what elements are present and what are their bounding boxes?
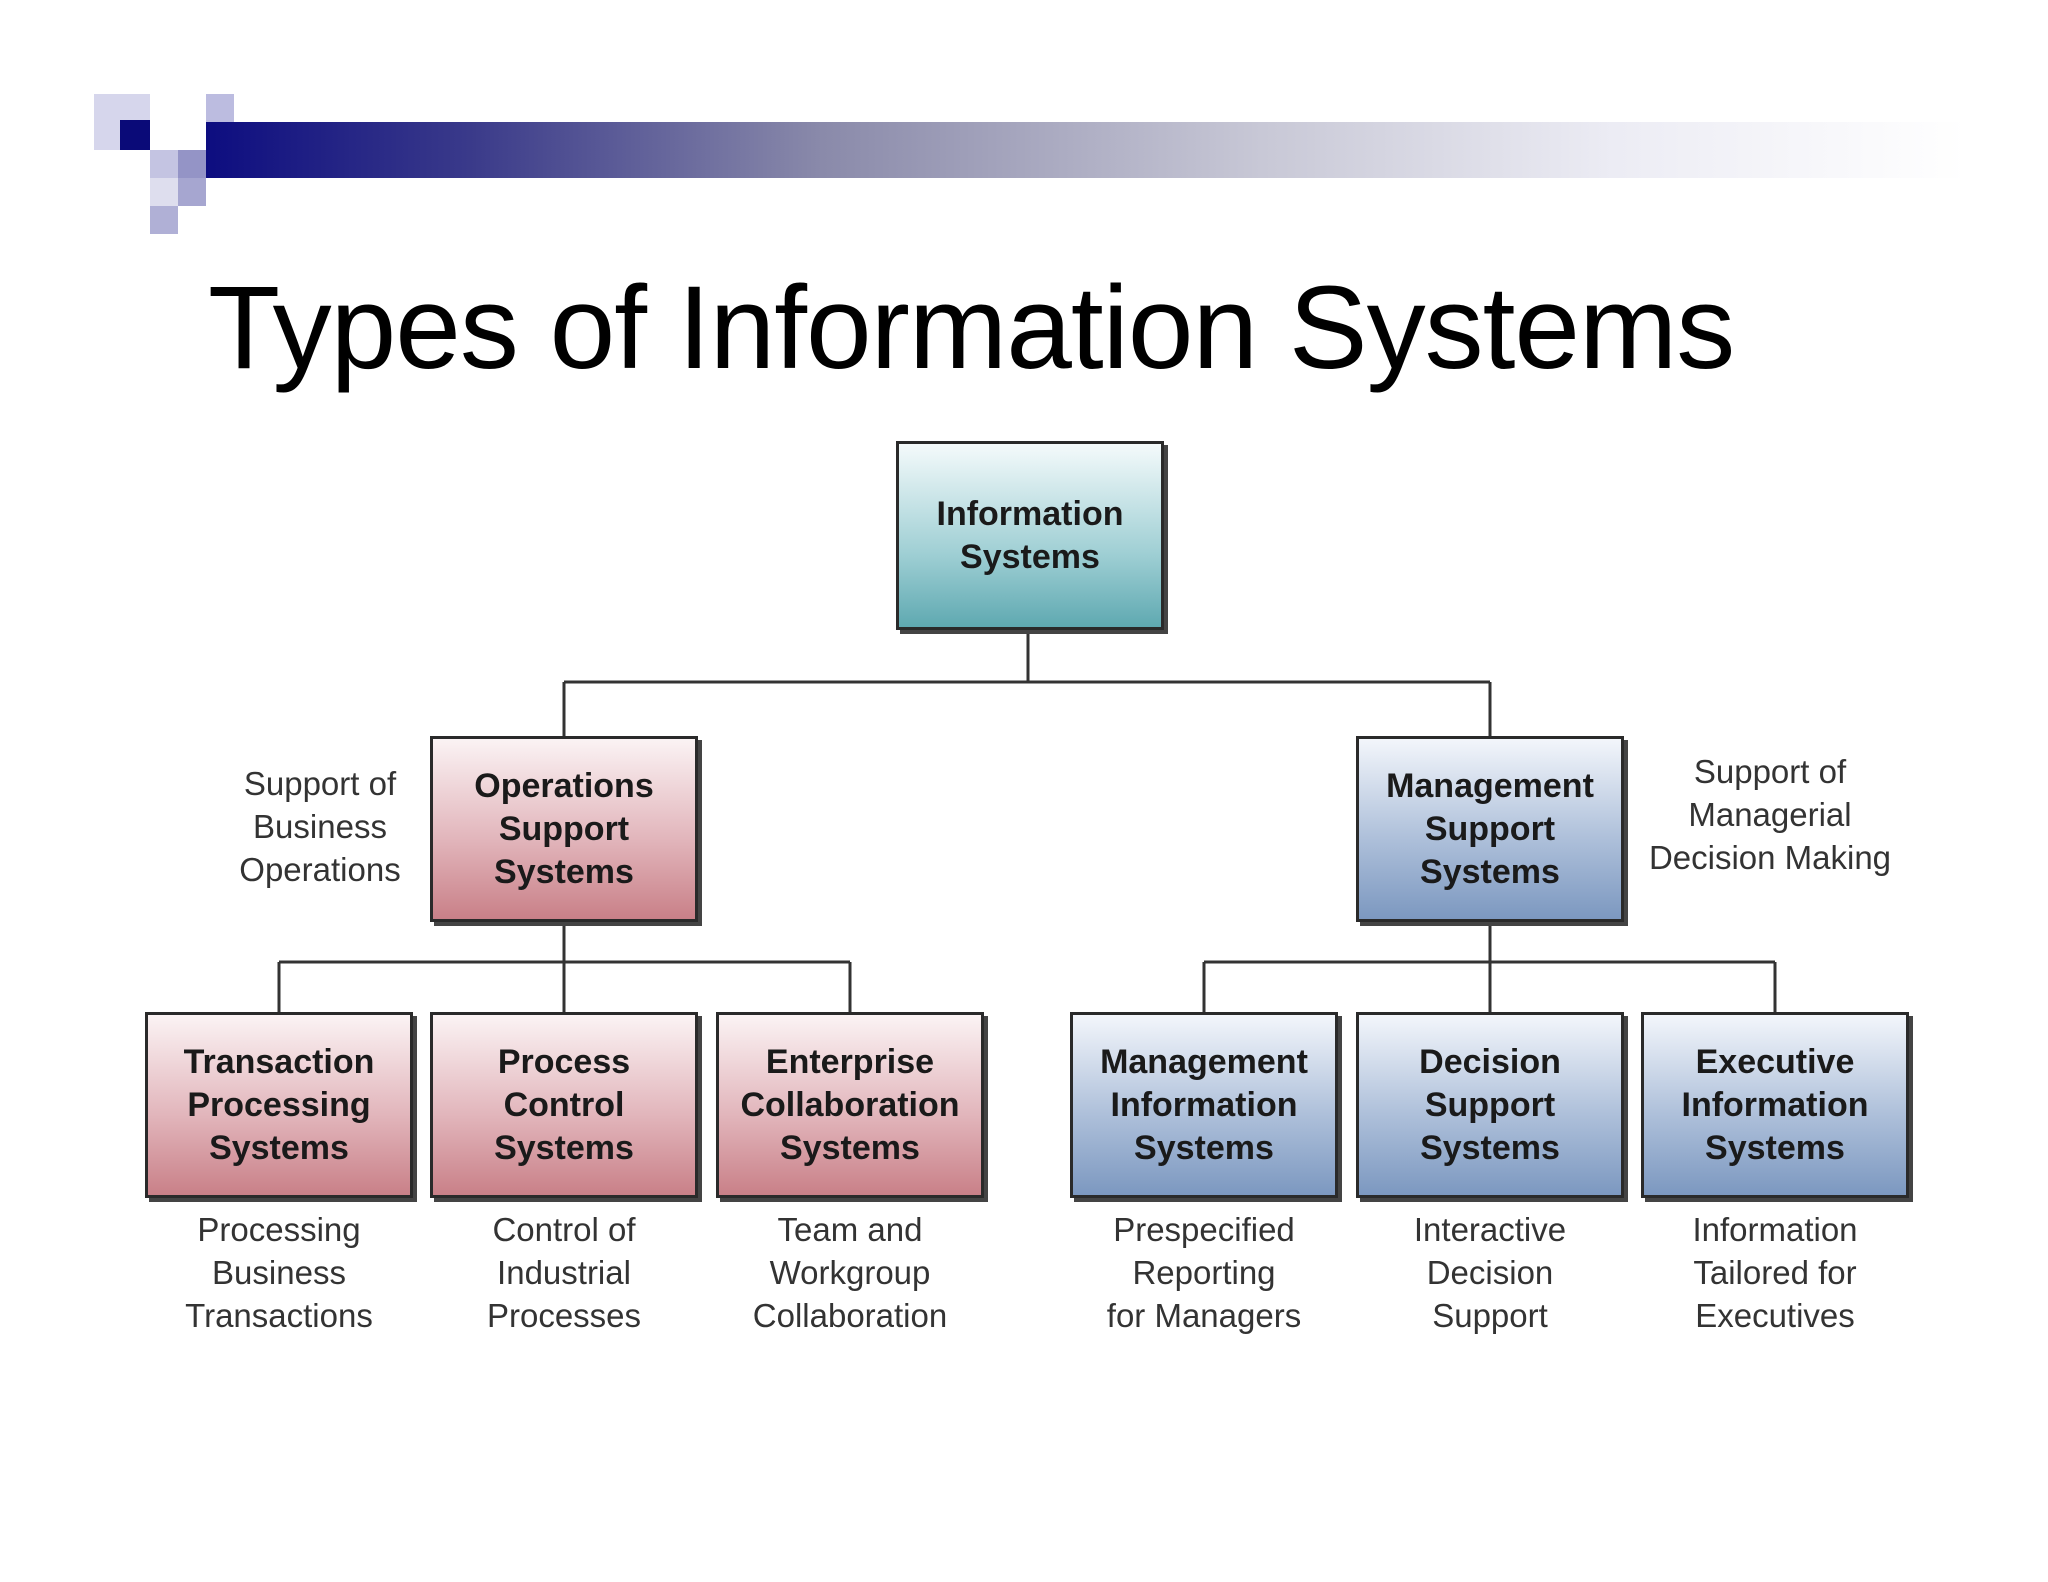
node-transaction-processing-systems: Transaction Processing Systems — [145, 1012, 413, 1198]
node-enterprise-collaboration-systems: Enterprise Collaboration Systems — [716, 1012, 984, 1198]
header-decoration-square — [150, 178, 178, 206]
caption-support-managerial-decision-making: Support of Managerial Decision Making — [1648, 753, 1892, 876]
node-management-support-systems: Management Support Systems — [1356, 736, 1624, 922]
slide-title: Types of Information Systems — [208, 262, 1735, 394]
caption-support-business-operations: Support of Business Operations — [239, 765, 401, 888]
node-operations-support-systems: Operations Support Systems — [430, 736, 698, 922]
caption-information-tailored-for-executives: Information Tailored for Executives — [1692, 1211, 1858, 1334]
caption-processing-business-transactions: Processing Business Transactions — [185, 1211, 373, 1334]
node-label: Management Support Systems — [1386, 766, 1594, 891]
node-label: Operations Support Systems — [474, 766, 654, 891]
header-gradient-bar — [206, 122, 1966, 178]
caption-team-and-workgroup-collaboration: Team and Workgroup Collaboration — [752, 1211, 948, 1334]
node-process-control-systems: Process Control Systems — [430, 1012, 698, 1198]
header-decoration-square — [206, 94, 234, 122]
caption-prespecified-reporting: Prespecified Reporting for Managers — [1106, 1211, 1302, 1334]
header-decoration-square — [150, 150, 178, 178]
node-label: Decision Support Systems — [1419, 1042, 1561, 1167]
node-label: Transaction Processing Systems — [183, 1042, 375, 1167]
header-decoration-square — [178, 178, 206, 206]
header-decoration-square — [120, 120, 150, 150]
node-label: Enterprise Collaboration Systems — [740, 1042, 960, 1167]
header-decoration-square — [178, 150, 206, 178]
header-decoration-square — [150, 206, 178, 234]
caption-interactive-decision-support: Interactive Decision Support — [1413, 1211, 1567, 1334]
node-information-systems: Information Systems — [896, 441, 1164, 630]
node-label: Management Information Systems — [1100, 1042, 1308, 1167]
caption-control-of-industrial-processes: Control of Industrial Processes — [486, 1211, 642, 1334]
node-label: Process Control Systems — [494, 1042, 634, 1167]
node-label: Executive Information Systems — [1681, 1042, 1869, 1167]
node-executive-information-systems: Executive Information Systems — [1641, 1012, 1909, 1198]
node-decision-support-systems: Decision Support Systems — [1356, 1012, 1624, 1198]
node-management-information-systems: Management Information Systems — [1070, 1012, 1338, 1198]
node-label: Information Systems — [936, 494, 1124, 576]
